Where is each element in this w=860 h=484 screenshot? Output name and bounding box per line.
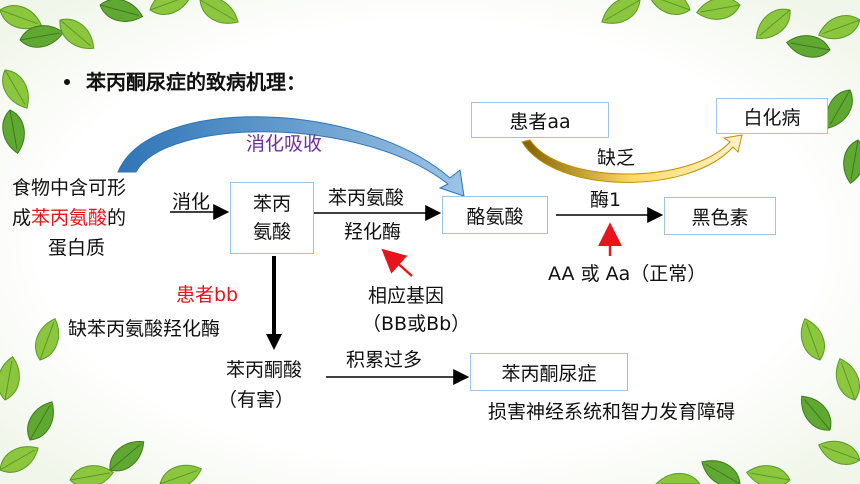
phenylalanine-line-1: 苯丙 [252, 193, 291, 215]
lack-label: 缺乏 [597, 147, 636, 169]
food-line-2-suffix: 的 [107, 207, 127, 229]
phenylalanine-line-2: 氨酸 [252, 221, 291, 243]
pku-box: 苯丙酮尿症 [470, 353, 628, 391]
food-phe-highlight: 苯丙氨酸 [31, 207, 108, 229]
food-line-2: 成苯丙氨酸的 [12, 206, 126, 230]
slide-title: 苯丙酮尿症的致病机理： [86, 70, 306, 94]
gene-label-line-1: 相应基因 [368, 285, 445, 307]
food-line-2-prefix: 成 [12, 207, 32, 229]
phe-to-ppa-arrow [266, 256, 282, 350]
tyrosine-box: 酪氨酸 [442, 196, 548, 234]
patient-bb-label: 患者bb [176, 284, 239, 306]
ppa-line-1: 苯丙酮酸 [226, 359, 303, 381]
albinism-box: 白化病 [716, 98, 828, 134]
genotype-normal: AA 或 Aa（正常） [548, 263, 707, 285]
lack-curved-arrow [521, 134, 743, 183]
enzyme-label-line-2: 羟化酶 [344, 221, 402, 243]
gene-label-line-2: （BB或Bb） [362, 313, 471, 335]
digest-label: 消化 [172, 191, 211, 213]
title-bullet [64, 79, 70, 85]
food-line-3: 蛋白质 [48, 237, 106, 259]
accumulate-label: 积累过多 [346, 349, 423, 371]
food-line-1: 食物中含可形 [12, 177, 127, 199]
melanin-box: 黑色素 [664, 197, 776, 235]
enzyme-label-line-1: 苯丙氨酸 [328, 187, 405, 209]
ppa-line-2: （有害） [218, 389, 295, 411]
phenylalanine-box: 苯丙 氨酸 [230, 182, 314, 254]
gene-red-arrow [381, 248, 413, 277]
enzyme-1-label: 酶1 [590, 189, 622, 211]
damage-label: 损害神经系统和智力发育障碍 [488, 401, 736, 423]
lack-enzyme-label: 缺苯丙氨酸羟化酶 [68, 318, 221, 340]
absorb-label: 消化吸收 [246, 133, 323, 155]
patient-aa-box: 患者aa [471, 102, 609, 138]
